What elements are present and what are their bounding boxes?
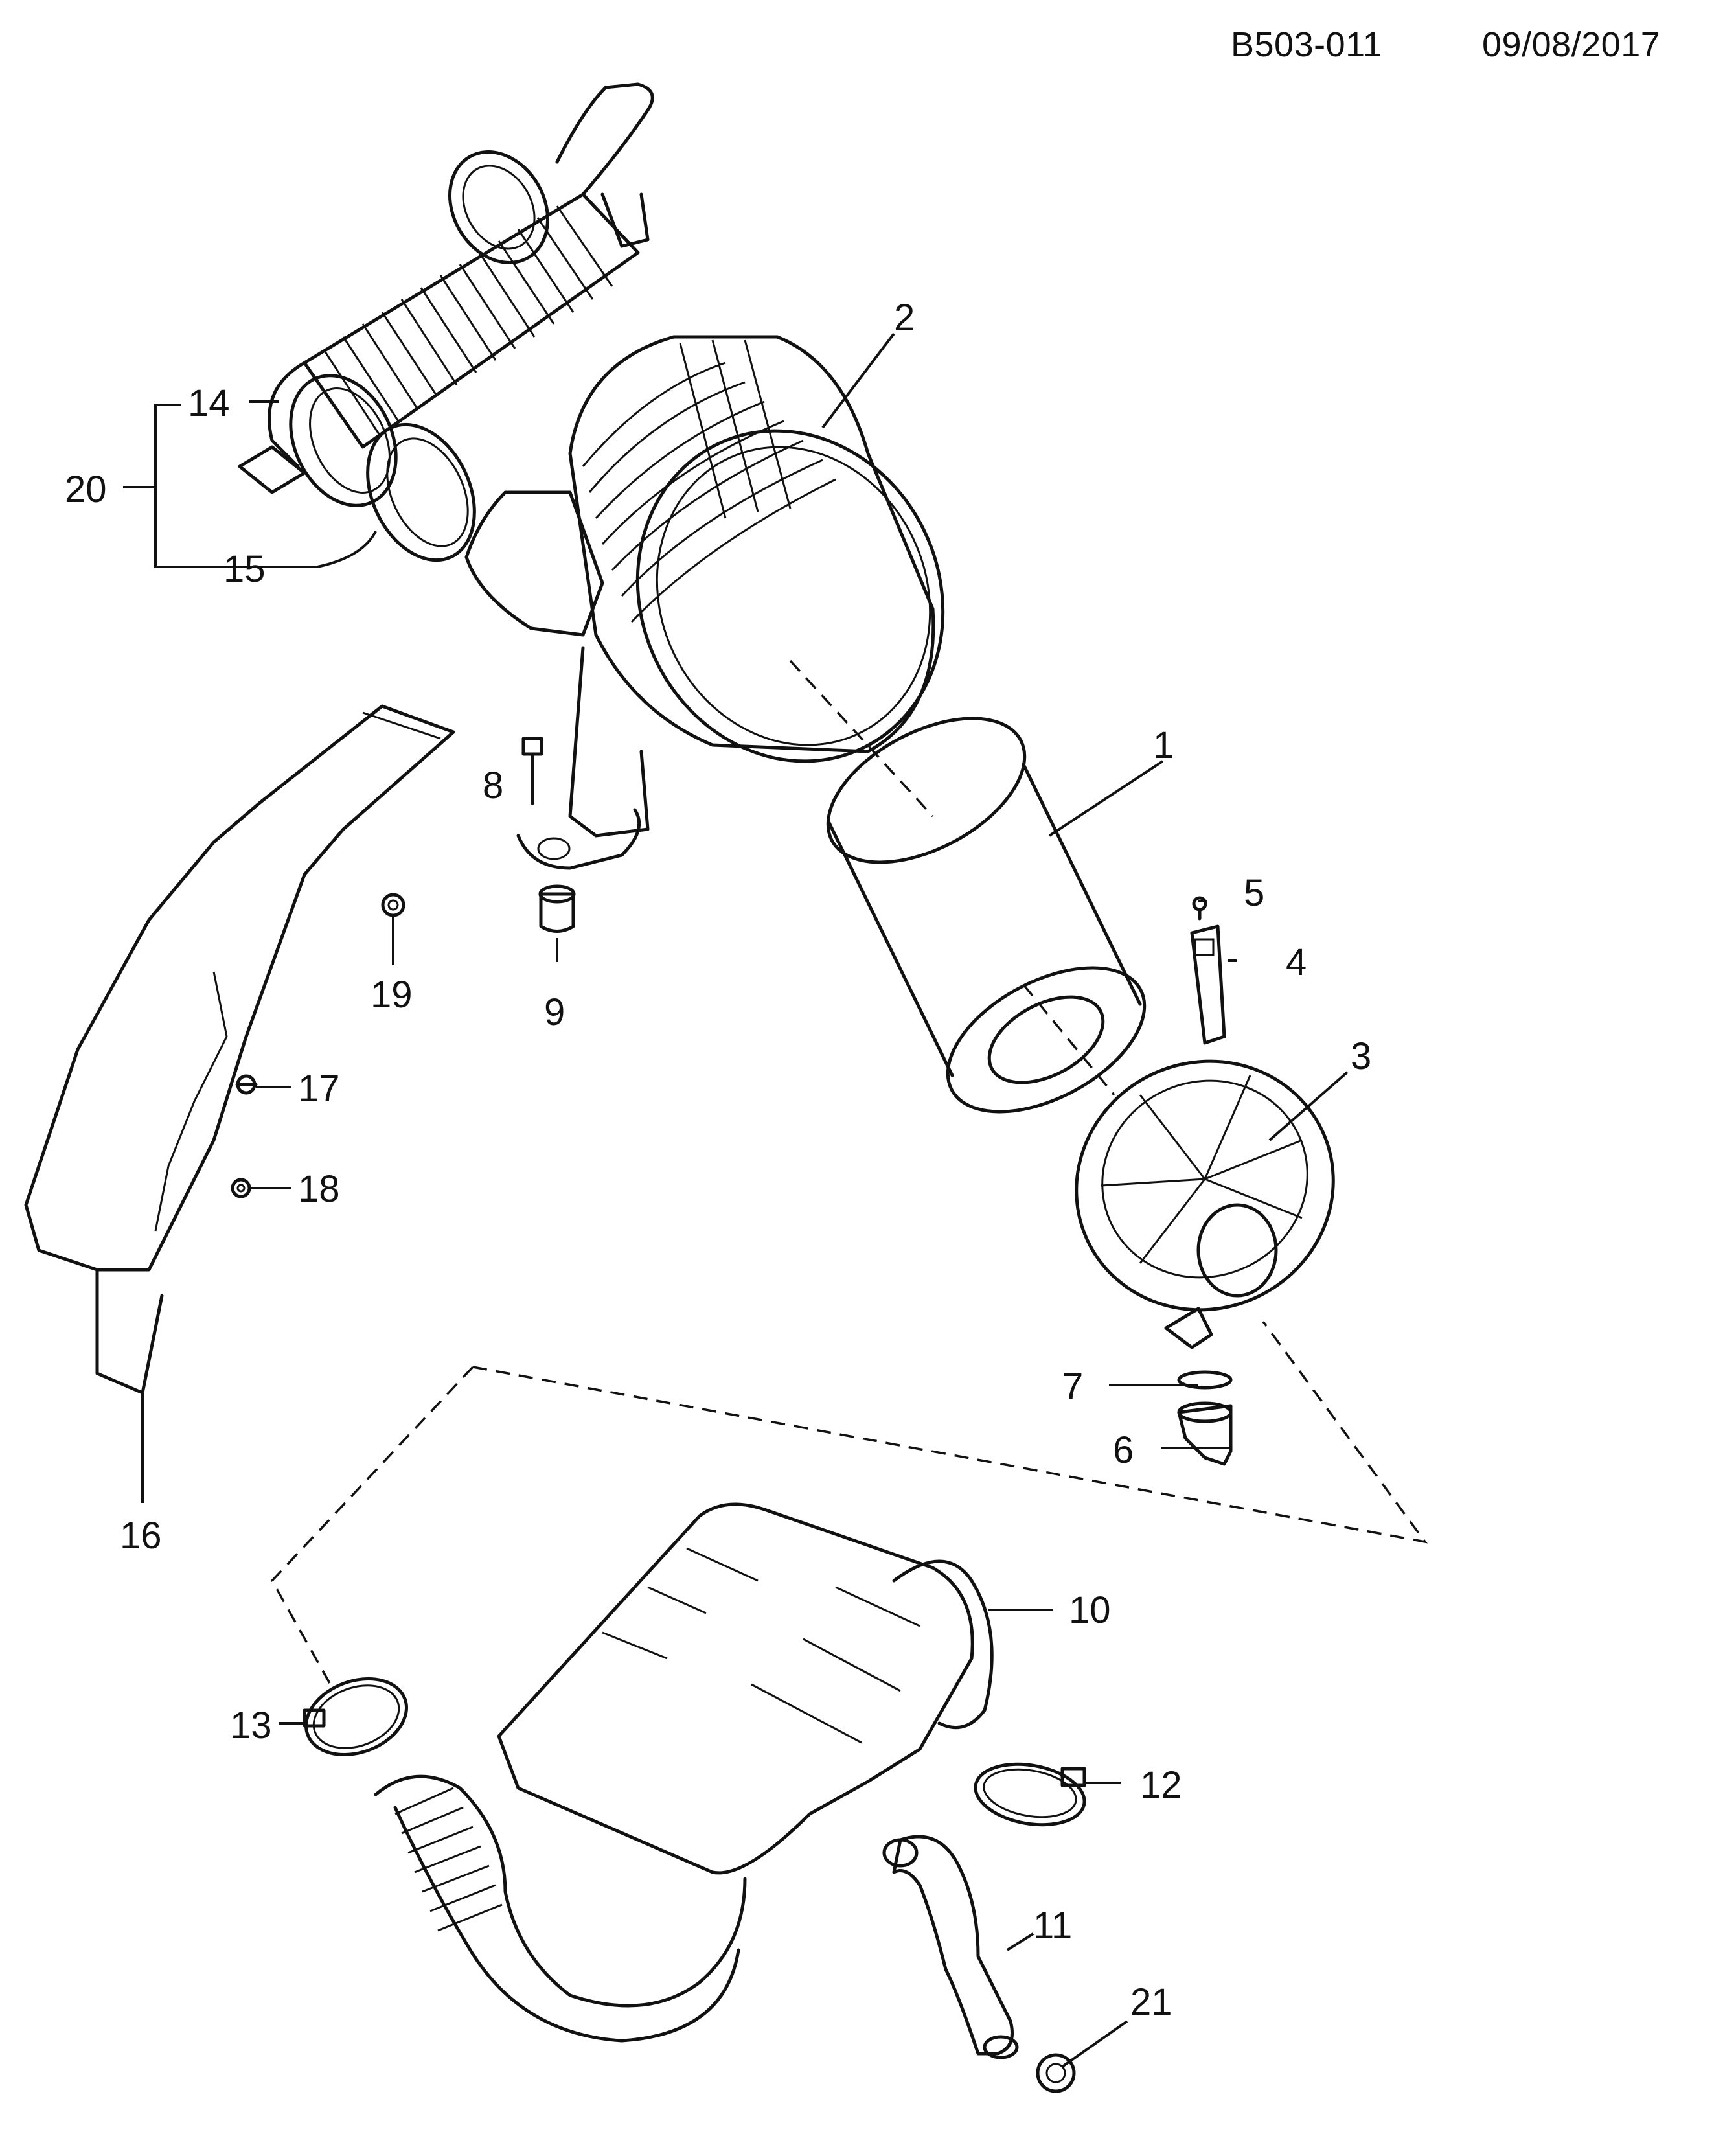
filter-element-part-1 <box>826 717 1147 1114</box>
breather-hose-part-11 <box>882 1835 1019 2059</box>
callout-8: 8 <box>483 764 503 807</box>
clamp-ring-part-14 <box>289 374 398 507</box>
filter-cover-part-3 <box>1075 1059 1335 1349</box>
callout-4: 4 <box>1286 941 1307 983</box>
hose-clamp-part-13 <box>303 1677 408 1756</box>
hose-clip-part-21 <box>1036 2053 1076 2093</box>
screw-part-5 <box>1192 896 1207 921</box>
sensor-part-4 <box>1190 924 1226 1045</box>
callout-9: 9 <box>544 991 565 1033</box>
callout-17: 17 <box>298 1068 340 1110</box>
callout-19: 19 <box>371 974 413 1016</box>
callout-14: 14 <box>188 382 230 424</box>
callout-labels: 1 2 3 4 5 6 7 8 9 10 11 12 13 14 15 16 1… <box>65 297 1371 2023</box>
o-ring-part-7 <box>1177 1370 1233 1390</box>
callout-21: 21 <box>1130 1981 1172 2023</box>
callout-20: 20 <box>65 468 107 510</box>
callout-16: 16 <box>120 1515 162 1557</box>
callout-1: 1 <box>1153 724 1174 766</box>
callout-5: 5 <box>1244 872 1264 914</box>
callout-15: 15 <box>223 548 266 590</box>
callout-13: 13 <box>230 1704 272 1747</box>
intake-silencer-part-10 <box>374 1502 994 2043</box>
callout-7: 7 <box>1062 1366 1083 1408</box>
leader-lines <box>123 332 1349 2068</box>
nut-part-18 <box>231 1178 251 1198</box>
drawing-number: B503-011 <box>1231 25 1383 64</box>
callout-2: 2 <box>894 297 915 339</box>
seal-ring-part-15 <box>366 422 476 562</box>
callout-18: 18 <box>298 1168 340 1210</box>
shield-bracket-part-16 <box>24 704 455 1395</box>
hose-clamp-part-12 <box>974 1762 1086 1827</box>
drawing-date: 09/08/2017 <box>1482 25 1661 64</box>
callout-3: 3 <box>1351 1035 1371 1077</box>
valve-part-6 <box>1177 1401 1233 1466</box>
callout-6: 6 <box>1113 1429 1134 1471</box>
bolt-part-17 <box>235 1074 258 1095</box>
callout-11: 11 <box>1033 1905 1072 1947</box>
nut-part-19 <box>381 893 405 917</box>
intake-hose-part-14 <box>238 82 654 494</box>
filter-housing-part-2 <box>464 335 945 870</box>
callout-10: 10 <box>1069 1589 1111 1631</box>
callout-12: 12 <box>1140 1764 1182 1806</box>
rubber-mount-part-9 <box>538 884 576 933</box>
assembly-centerlines <box>270 659 1428 1685</box>
